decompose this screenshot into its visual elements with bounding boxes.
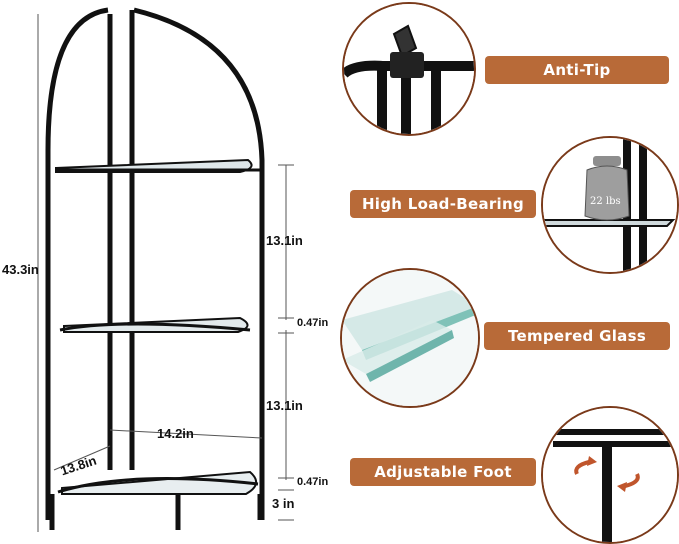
dimension-glass-bottom-label: 0.47in: [297, 476, 329, 488]
high-load-bearing-label: High Load-Bearing: [350, 190, 536, 218]
dimension-line-width: [109, 429, 263, 439]
weight-label: 22 lbs: [590, 196, 621, 207]
dimension-glass-top-label: 0.47in: [297, 317, 329, 329]
anti-tip-circle: [342, 2, 476, 136]
anti-tip-label: Anti-Tip: [485, 56, 669, 84]
weight-icon: [543, 138, 677, 272]
dimension-foot-label: 3 in: [272, 496, 295, 511]
shelf-bottom: [57, 470, 259, 495]
shelf-frame-arch-outer: [45, 7, 109, 520]
shelf-top: [55, 158, 260, 173]
dimension-width-label: 14.2in: [157, 426, 194, 441]
tempered-glass-circle: [340, 268, 480, 408]
adjustable-foot-circle: [541, 406, 679, 544]
shelf-middle: [59, 316, 251, 333]
adjustable-foot-label: Adjustable Foot: [350, 458, 536, 486]
shelf-frame-arch-right: [133, 7, 265, 520]
dimension-line-depth: [53, 445, 111, 471]
rotate-foot-icon: [543, 408, 677, 542]
load-bearing-circle: 22 lbs: [541, 136, 679, 274]
tempered-glass-label: Tempered Glass: [484, 322, 670, 350]
glass-edge-icon: [342, 270, 478, 406]
anti-tip-clip-icon: [344, 4, 474, 134]
dimension-gap-top-label: 13.1in: [266, 233, 303, 248]
dimension-gap-bottom-label: 13.1in: [266, 398, 303, 413]
dimension-height-label: 43.3in: [2, 262, 39, 277]
